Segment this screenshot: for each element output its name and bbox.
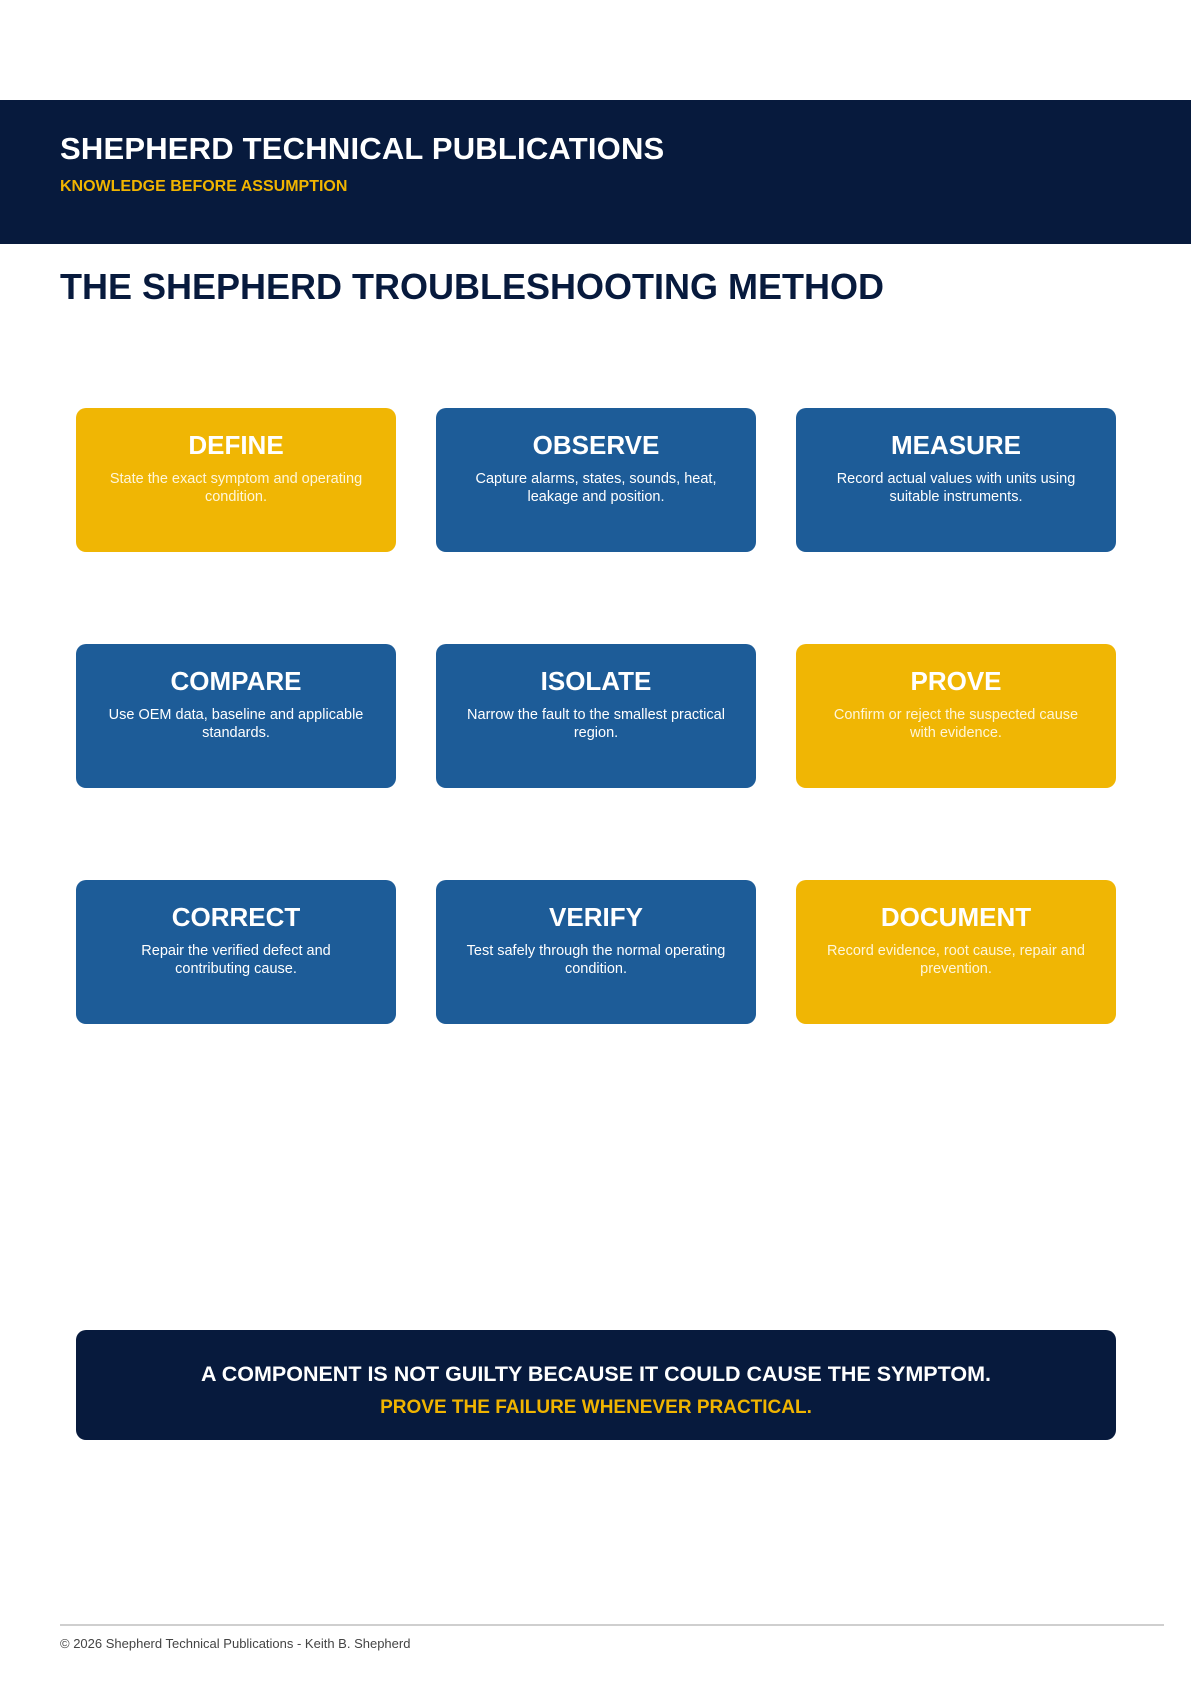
footer-divider — [60, 1624, 1164, 1626]
step-card-isolate: ISOLATE Narrow the fault to the smallest… — [436, 644, 756, 788]
step-title: DEFINE — [188, 430, 284, 460]
footer-copyright: © 2026 Shepherd Technical Publications -… — [60, 1636, 411, 1651]
brand-tagline: KNOWLEDGE BEFORE ASSUMPTION — [60, 178, 348, 195]
step-title: DOCUMENT — [880, 902, 1032, 932]
step-title: VERIFY — [549, 902, 643, 932]
step-card-verify: VERIFY Test safely through the normal op… — [436, 880, 756, 1024]
step-description: Capture alarms, states, sounds, heat, le… — [475, 471, 717, 505]
step-description: Test safely through the normal operating… — [466, 943, 726, 977]
step-card-compare: COMPARE Use OEM data, baseline and appli… — [76, 644, 396, 788]
step-title: OBSERVE — [532, 430, 660, 460]
brand-title: SHEPHERD TECHNICAL PUBLICATIONS — [60, 131, 665, 166]
step-description: Confirm or reject the suspected cause wi… — [833, 707, 1079, 741]
banner-statement: A COMPONENT IS NOT GUILTY BECAUSE IT COU… — [201, 1362, 991, 1386]
step-description: Repair the verified defect and contribut… — [141, 943, 331, 977]
banner-callout: PROVE THE FAILURE WHENEVER PRACTICAL. — [380, 1397, 812, 1418]
page-title: THE SHEPHERD TROUBLESHOOTING METHOD — [60, 266, 885, 307]
step-description: Record evidence, root cause, repair and … — [827, 943, 1085, 977]
step-card-document: DOCUMENT Record evidence, root cause, re… — [796, 880, 1116, 1024]
step-card-define: DEFINE State the exact symptom and opera… — [76, 408, 396, 552]
step-card-measure: MEASURE Record actual values with units … — [796, 408, 1116, 552]
header-band — [0, 100, 1191, 244]
step-description: State the exact symptom and operating co… — [109, 471, 363, 505]
step-card-prove: PROVE Confirm or reject the suspected ca… — [796, 644, 1116, 788]
step-title: CORRECT — [171, 902, 301, 932]
step-title: ISOLATE — [540, 666, 652, 696]
step-description: Use OEM data, baseline and applicable st… — [108, 707, 364, 741]
step-card-observe: OBSERVE Capture alarms, states, sounds, … — [436, 408, 756, 552]
step-card-correct: CORRECT Repair the verified defect and c… — [76, 880, 396, 1024]
step-description: Narrow the fault to the smallest practic… — [467, 707, 725, 741]
step-title: PROVE — [910, 666, 1002, 696]
method-steps-grid: DEFINE State the exact symptom and opera… — [76, 408, 1116, 1024]
step-title: MEASURE — [890, 430, 1021, 460]
step-title: COMPARE — [170, 666, 302, 696]
step-description: Record actual values with units using su… — [836, 471, 1076, 505]
principle-banner: A COMPONENT IS NOT GUILTY BECAUSE IT COU… — [76, 1330, 1116, 1440]
